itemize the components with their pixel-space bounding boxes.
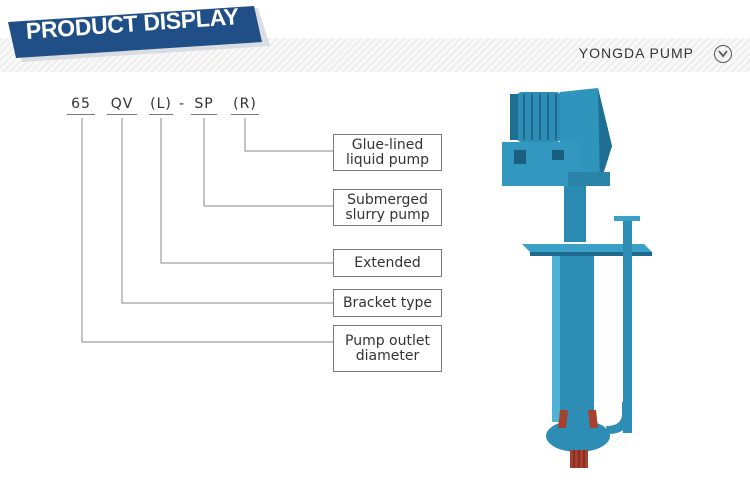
label-submerged: Submerged slurry pump xyxy=(333,189,442,226)
code-segment-submerged: SP xyxy=(191,96,217,115)
code-segment-extended: (L) xyxy=(149,96,173,115)
title-banner xyxy=(8,6,270,62)
connector-extended xyxy=(160,118,333,264)
connector-bracket xyxy=(121,118,333,304)
chevron-down-icon xyxy=(718,50,728,58)
label-bracket-type: Bracket type xyxy=(333,289,442,317)
connector-submerged xyxy=(203,118,333,207)
label-glue-lined: Glue-lined liquid pump xyxy=(333,134,442,171)
connector-glue-lined xyxy=(244,118,333,152)
label-extended: Extended xyxy=(333,249,442,277)
code-segment-outlet: 65 xyxy=(67,96,95,115)
expand-button[interactable] xyxy=(714,45,732,63)
code-separator: - xyxy=(179,96,185,112)
label-outlet-diameter: Pump outlet diameter xyxy=(333,325,442,372)
code-segment-bracket: QV xyxy=(107,96,137,115)
code-segment-glue-lined: (R) xyxy=(231,96,259,115)
brand-name: YONGDA PUMP xyxy=(578,45,694,61)
connector-outlet xyxy=(81,118,333,343)
pump-illustration xyxy=(502,88,652,468)
